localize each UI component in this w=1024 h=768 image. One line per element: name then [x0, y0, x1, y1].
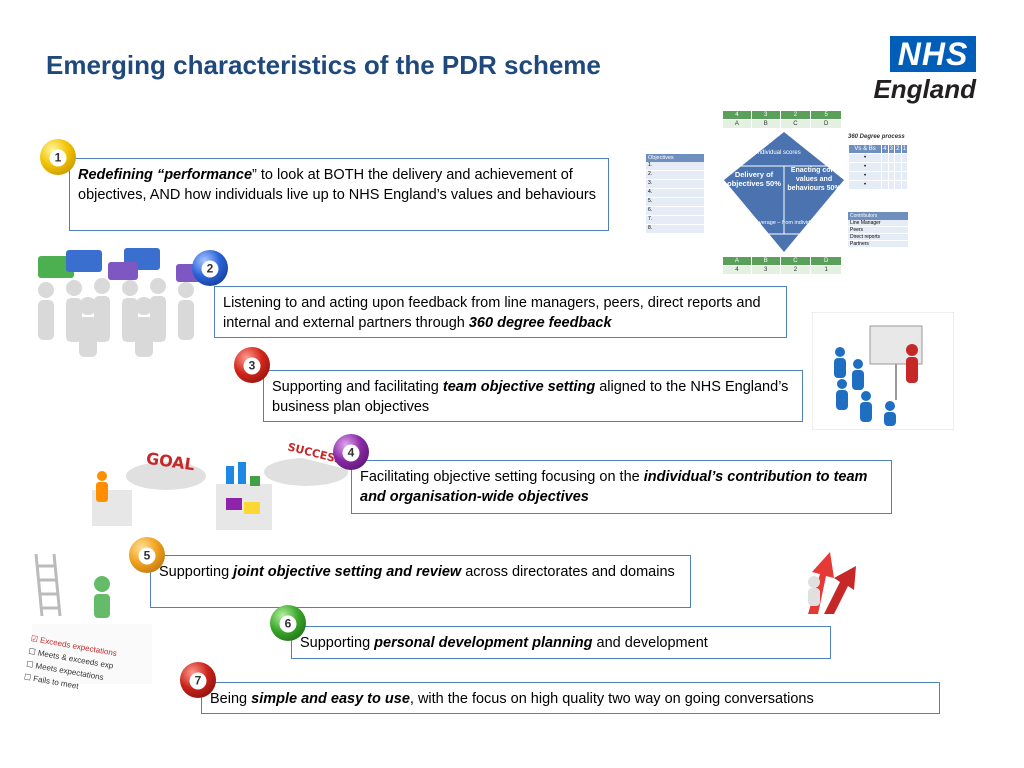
- body-text: Facilitating objective setting focusing …: [360, 469, 644, 485]
- objectives-table: Objectives 1. 2. 3. 4. 5. 6. 7. 8.: [646, 154, 704, 234]
- emphasis-text: 360 degree feedback: [468, 315, 612, 331]
- item-6-text: Supporting personal development planning…: [300, 635, 708, 651]
- body-text: Supporting: [300, 635, 375, 651]
- item-card-5: Supporting joint objective setting and r…: [150, 555, 691, 608]
- red-arrows-image: [808, 552, 856, 614]
- nhs-england-logo: NHS England: [873, 36, 976, 104]
- body-text: Being: [210, 691, 252, 707]
- team-average-label: Team Average – from individual scores: [740, 220, 836, 226]
- number-ball-6-icon: 6: [270, 605, 306, 641]
- emphasis-text: individual’s contribution to team and or…: [360, 469, 868, 505]
- body-text: across directorates and domains: [461, 564, 675, 580]
- item-card-7: Being simple and easy to use, with the f…: [201, 682, 940, 714]
- item-card-2: Listening to and acting upon feedback fr…: [214, 286, 787, 338]
- number-ball-3-icon: 3: [234, 347, 270, 383]
- number-ball-7-icon: 7: [180, 662, 216, 698]
- body-text: aligned to the NHS England’s business pl…: [272, 379, 789, 415]
- item-card-3: Supporting and facilitating team objecti…: [263, 370, 803, 422]
- number-ball-1-icon: 1: [40, 139, 76, 175]
- number-ball-2-icon: 2: [192, 250, 228, 286]
- emphasis-text: Redefining “performance: [78, 167, 253, 183]
- checklist-ladder-image: [32, 554, 152, 684]
- contributors-table: Contributors Line Manager Peers Direct r…: [848, 212, 908, 247]
- process-title: 360 Degree process: [848, 134, 905, 140]
- emphasis-text: team objective setting: [442, 379, 596, 395]
- slide-title: Emerging characteristics of the PDR sche…: [46, 50, 601, 80]
- presentation-image: [812, 312, 954, 430]
- emphasis-text: simple and easy to use: [251, 691, 410, 707]
- item-card-6: Supporting personal development planning…: [291, 626, 831, 659]
- emphasis-text: personal development planning: [374, 635, 593, 651]
- score-diamond: [724, 132, 844, 252]
- emphasis-text: joint objective setting and review: [233, 564, 462, 580]
- item-1-text: Redefining “performance” to look at BOTH…: [78, 167, 596, 203]
- feedback-people-image: [38, 248, 204, 357]
- item-7-text: Being simple and easy to use, with the f…: [210, 691, 814, 707]
- item-2-text: Listening to and acting upon feedback fr…: [223, 295, 761, 331]
- body-text: Supporting and facilitating: [272, 379, 443, 395]
- item-4-text: Facilitating objective setting focusing …: [360, 469, 867, 505]
- body-text: , with the focus on high quality two way…: [409, 691, 814, 707]
- goal-success-image: [92, 458, 348, 530]
- number-ball-5-icon: 5: [129, 537, 165, 573]
- body-text: Listening to and acting upon feedback fr…: [223, 295, 761, 331]
- enacting-label: Enacting core values and behaviours 50%: [787, 167, 841, 192]
- number-ball-4-icon: 4: [333, 434, 369, 470]
- item-5-text: Supporting joint objective setting and r…: [159, 564, 675, 580]
- item-card-4: Facilitating objective setting focusing …: [351, 460, 892, 514]
- item-card-1: Redefining “performance” to look at BOTH…: [69, 158, 609, 231]
- individual-scores-label: Individual scores: [756, 150, 801, 156]
- body-text: and development: [592, 635, 708, 651]
- body-text: ” to look at BOTH the delivery and achie…: [78, 167, 596, 203]
- item-3-text: Supporting and facilitating team objecti…: [272, 379, 788, 415]
- body-text: Supporting: [159, 564, 234, 580]
- delivery-label: Delivery of objectives 50%: [727, 170, 781, 188]
